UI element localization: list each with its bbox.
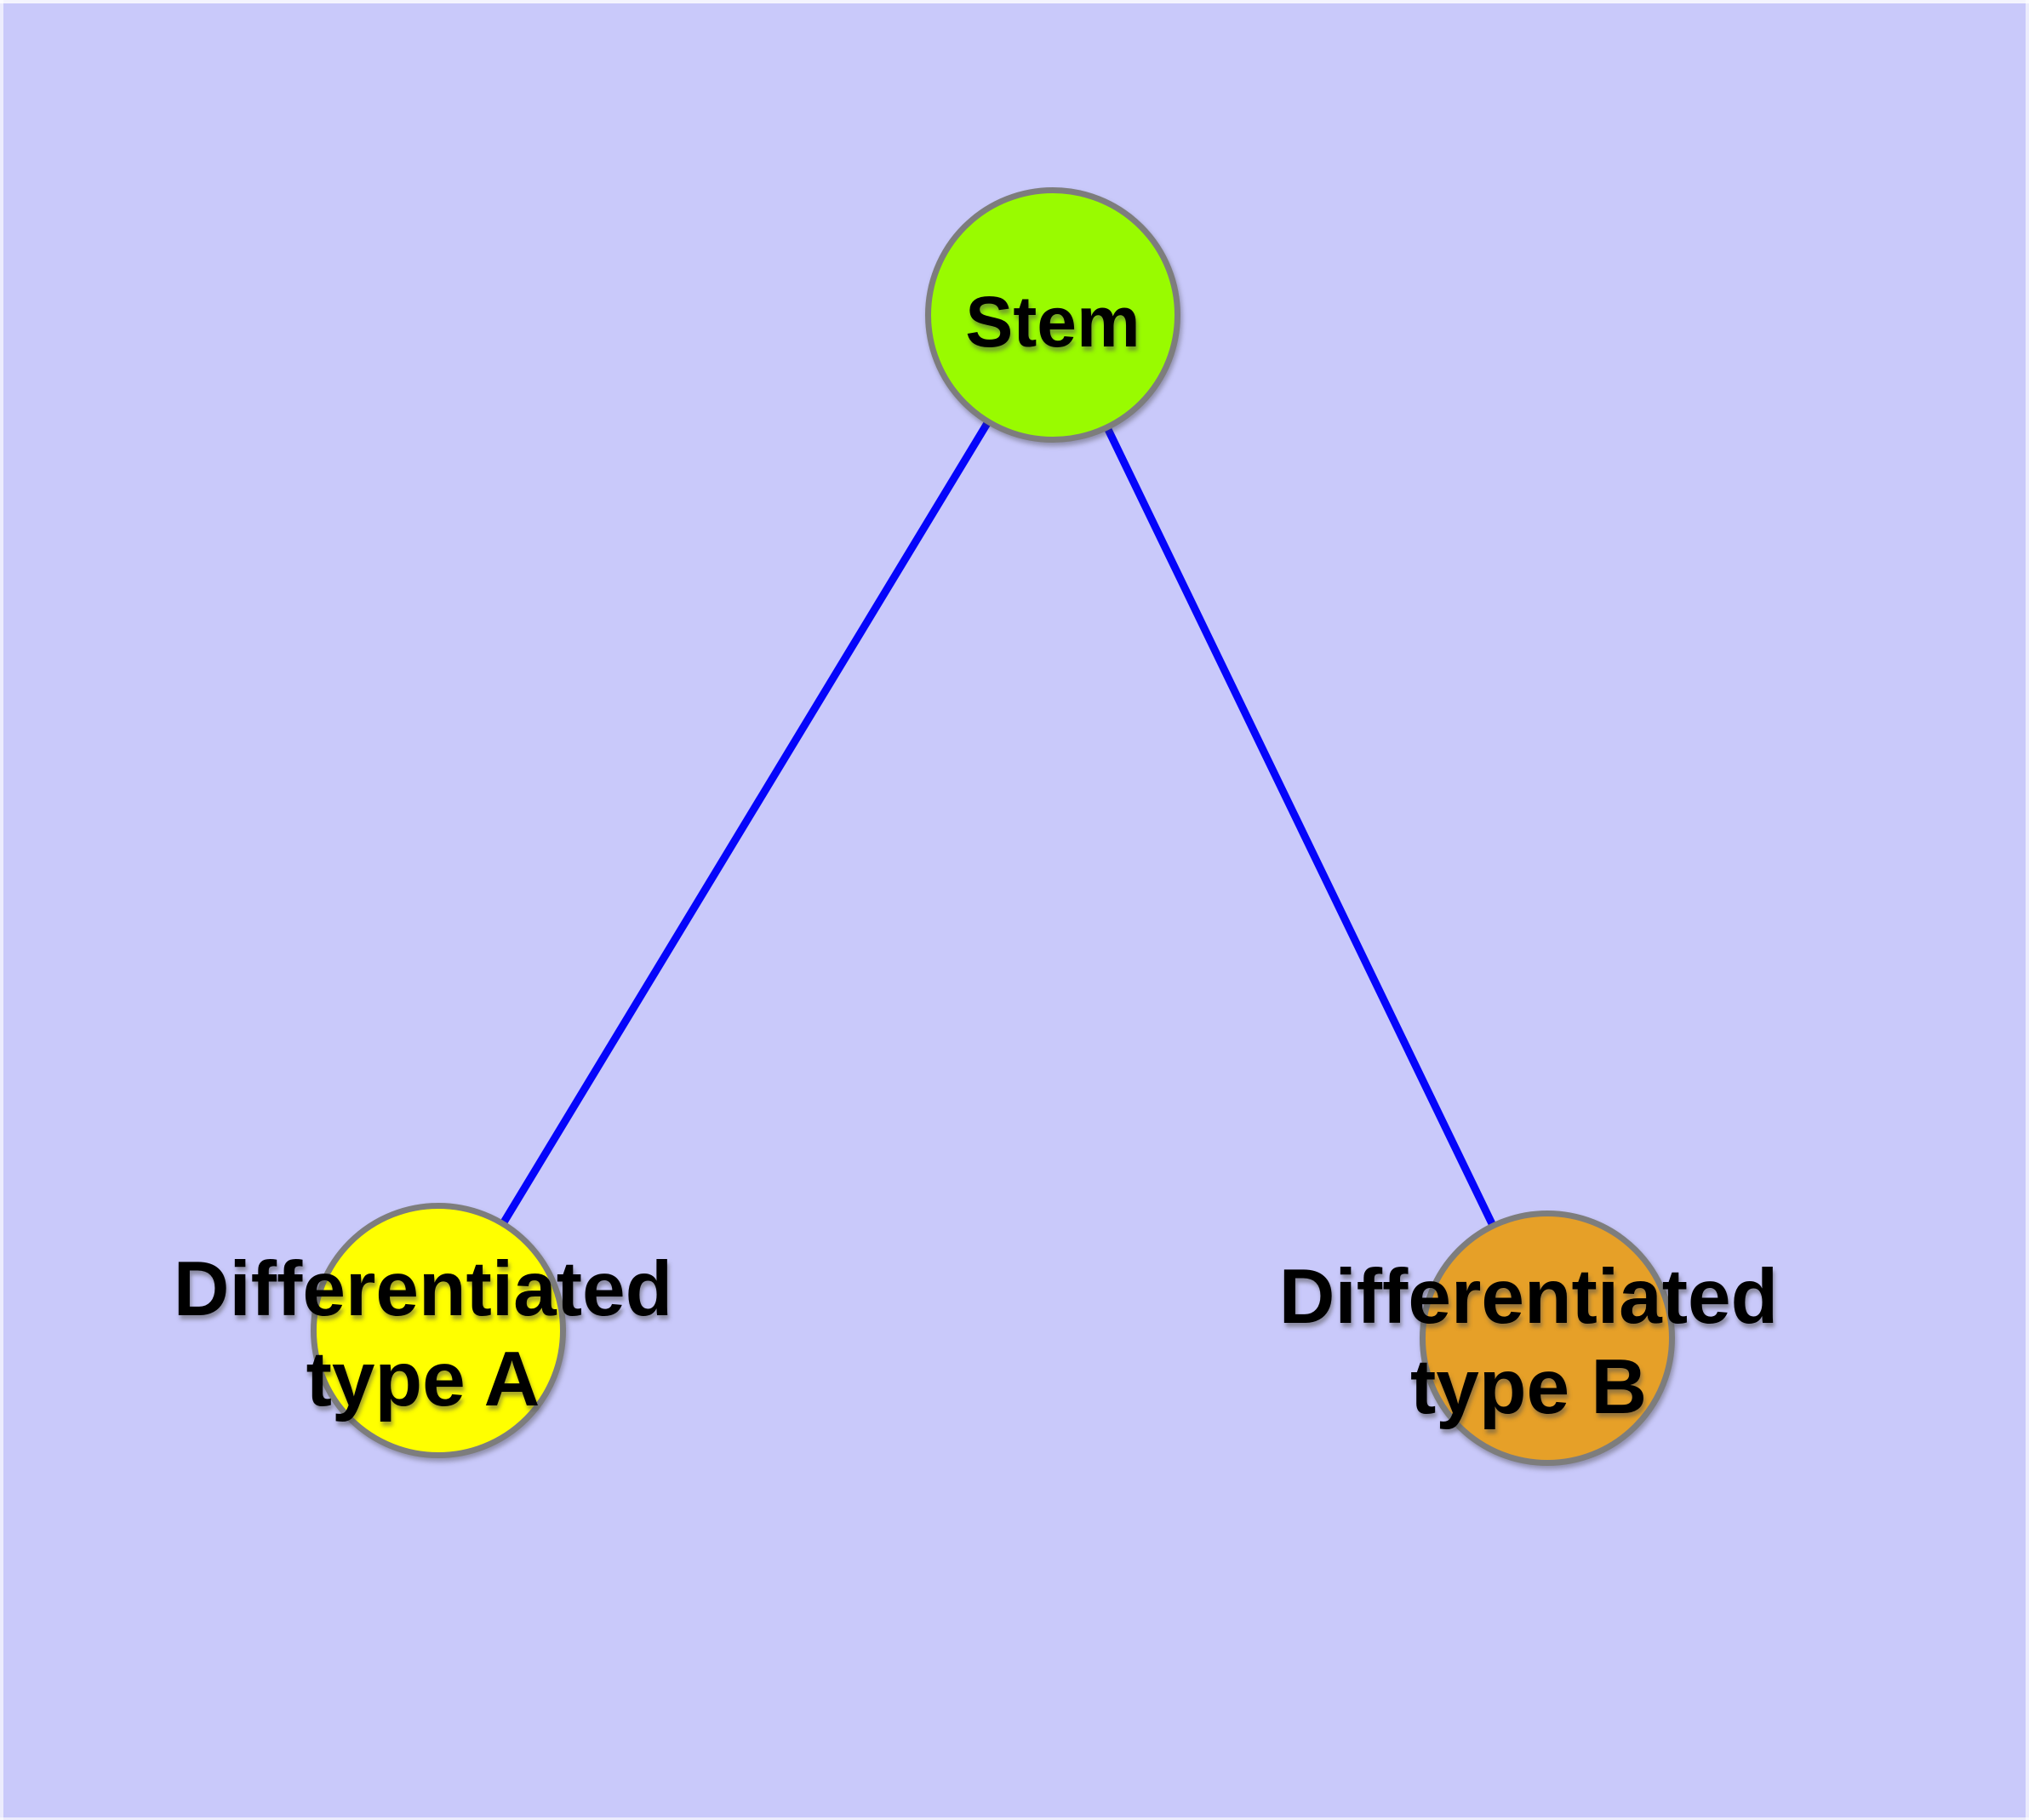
node-stem-circle[interactable] [925, 187, 1180, 443]
edge-stem-to-type-b[interactable] [1049, 313, 1552, 1340]
node-differentiated-type-a-circle[interactable] [311, 1203, 566, 1458]
edge-stem-to-type-a[interactable] [435, 312, 1056, 1333]
node-differentiated-type-b-circle[interactable] [1420, 1210, 1675, 1466]
